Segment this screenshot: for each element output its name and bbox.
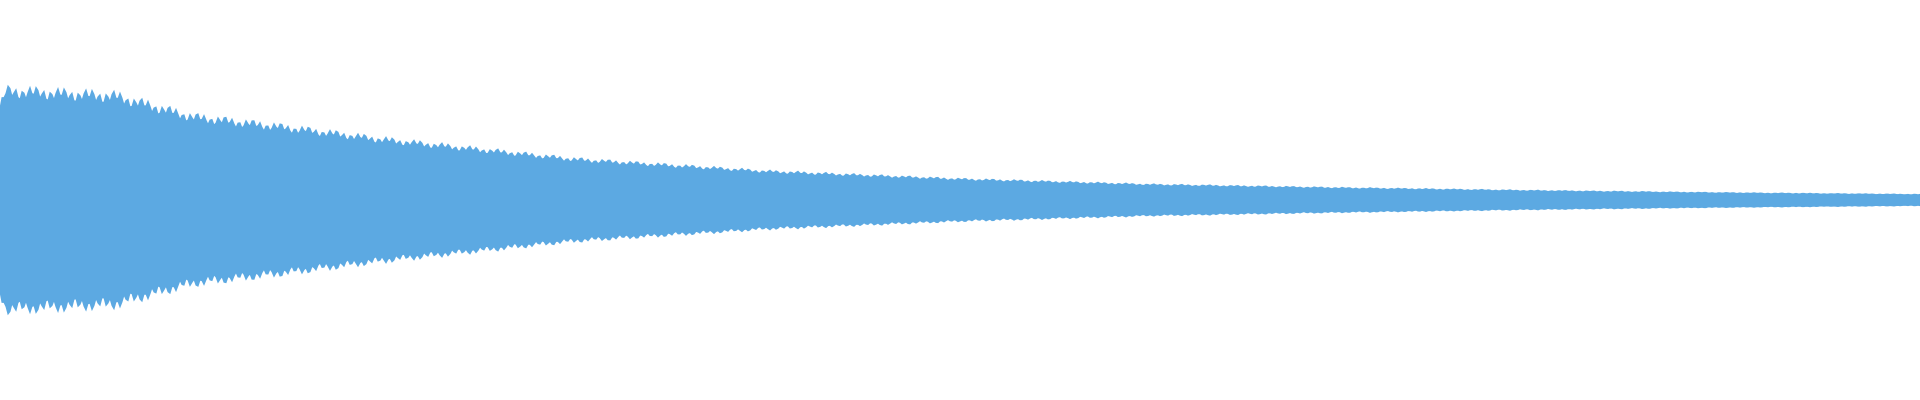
waveform-shape (0, 84, 1920, 316)
